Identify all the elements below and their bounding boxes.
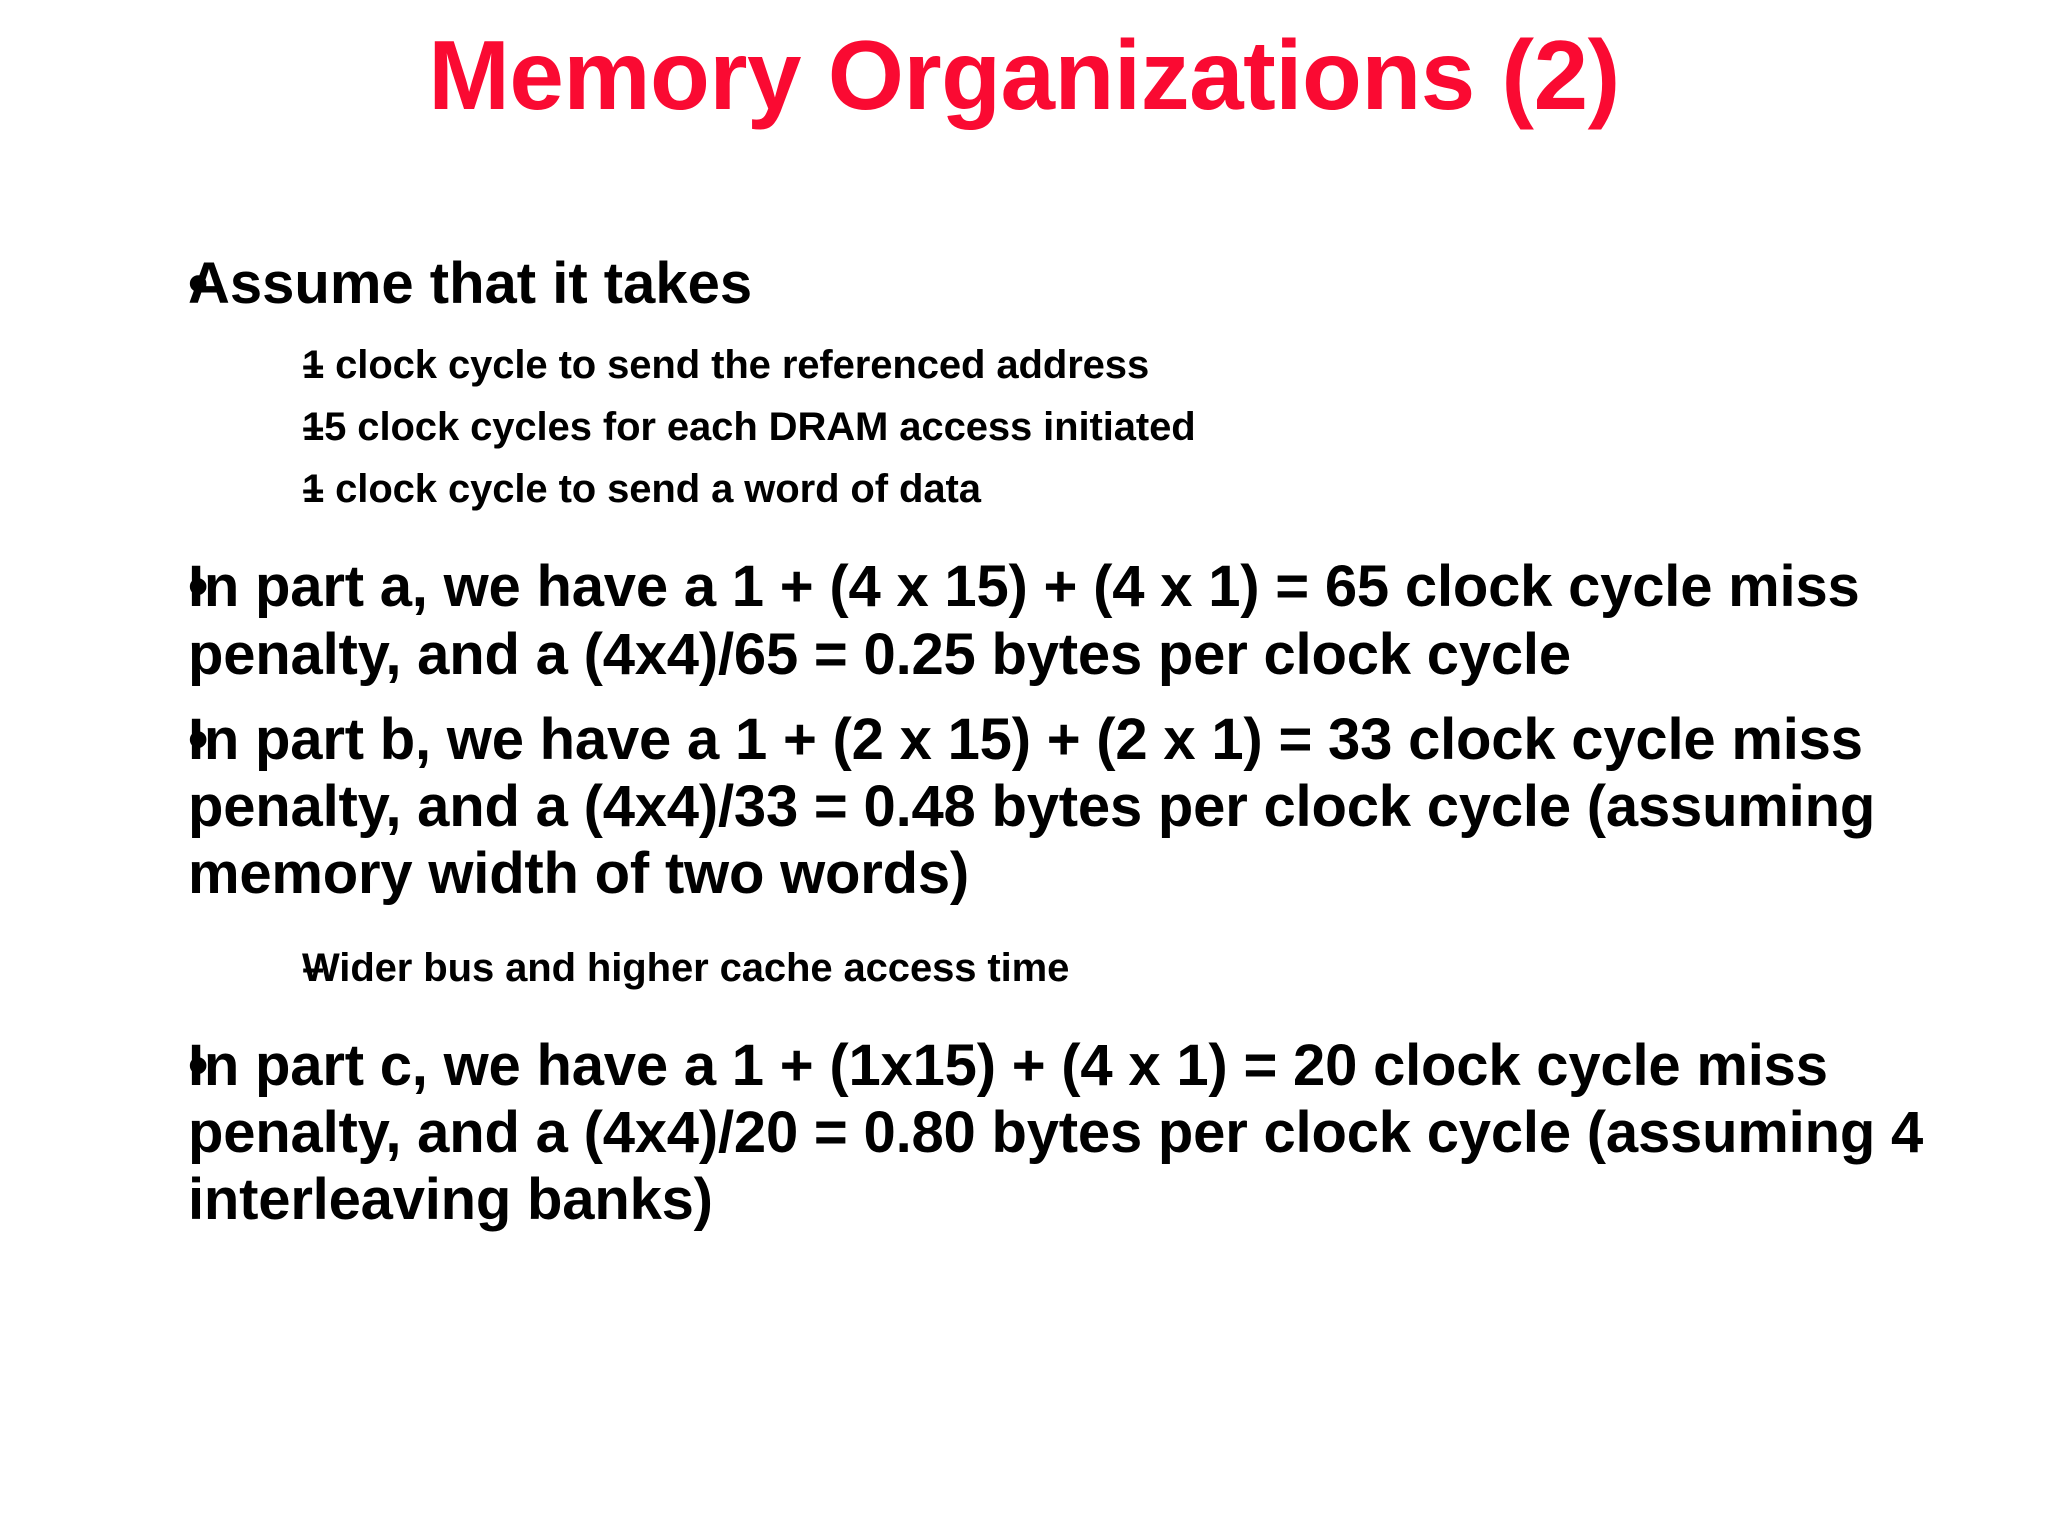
bullet-assume: • Assume that it takes <box>0 250 2048 317</box>
bullet-part-b-text: In part b, we have a 1 + (2 x 15) + (2 x… <box>188 706 1876 907</box>
bullet-assume-text: Assume that it takes <box>188 251 753 316</box>
slide-title: Memory Organizations (2) <box>428 20 1620 130</box>
bullet-dash-icon: – <box>302 405 325 450</box>
sub-bullet-dram-text: 15 clock cycles for each DRAM access ini… <box>302 405 1196 450</box>
bullet-part-c: • In part c, we have a 1 + (1x15) + (4 x… <box>0 1032 2048 1234</box>
sub-bullet-address-text: 1 clock cycle to send the referenced add… <box>302 343 1150 388</box>
bullet-dot-icon: • <box>188 1032 209 1098</box>
bullet-part-a: • In part a, we have a 1 + (4 x 15) + (4… <box>0 553 2048 688</box>
sub-bullet-word: – 1 clock cycle to send a word of data <box>0 465 2048 513</box>
sub-bullet-word-text: 1 clock cycle to send a word of data <box>302 467 981 512</box>
sub-bullet-address: – 1 clock cycle to send the referenced a… <box>0 341 2048 389</box>
bullet-part-c-text: In part c, we have a 1 + (1x15) + (4 x 1… <box>188 1032 1924 1233</box>
spacer <box>0 527 2048 553</box>
bullet-part-a-text: In part a, we have a 1 + (4 x 15) + (4 x… <box>188 554 1860 687</box>
spacer <box>0 926 2048 944</box>
sub-bullet-wider-bus: – Wider bus and higher cache access time <box>0 944 2048 992</box>
spacer <box>0 323 2048 341</box>
bullet-dot-icon: • <box>188 554 209 620</box>
spacer <box>0 1006 2048 1032</box>
bullet-dash-icon: – <box>302 343 325 388</box>
bullet-part-b: • In part b, we have a 1 + (2 x 15) + (2… <box>0 706 2048 908</box>
bullet-dot-icon: • <box>188 706 209 772</box>
sub-bullet-dram: – 15 clock cycles for each DRAM access i… <box>0 403 2048 451</box>
slide-body: • Assume that it takes – 1 clock cycle t… <box>0 250 2048 1251</box>
bullet-dash-icon: – <box>302 945 325 990</box>
bullet-dash-icon: – <box>302 467 325 512</box>
bullet-dot-icon: • <box>188 251 209 316</box>
sub-bullet-wider-bus-text: Wider bus and higher cache access time <box>302 945 1070 990</box>
